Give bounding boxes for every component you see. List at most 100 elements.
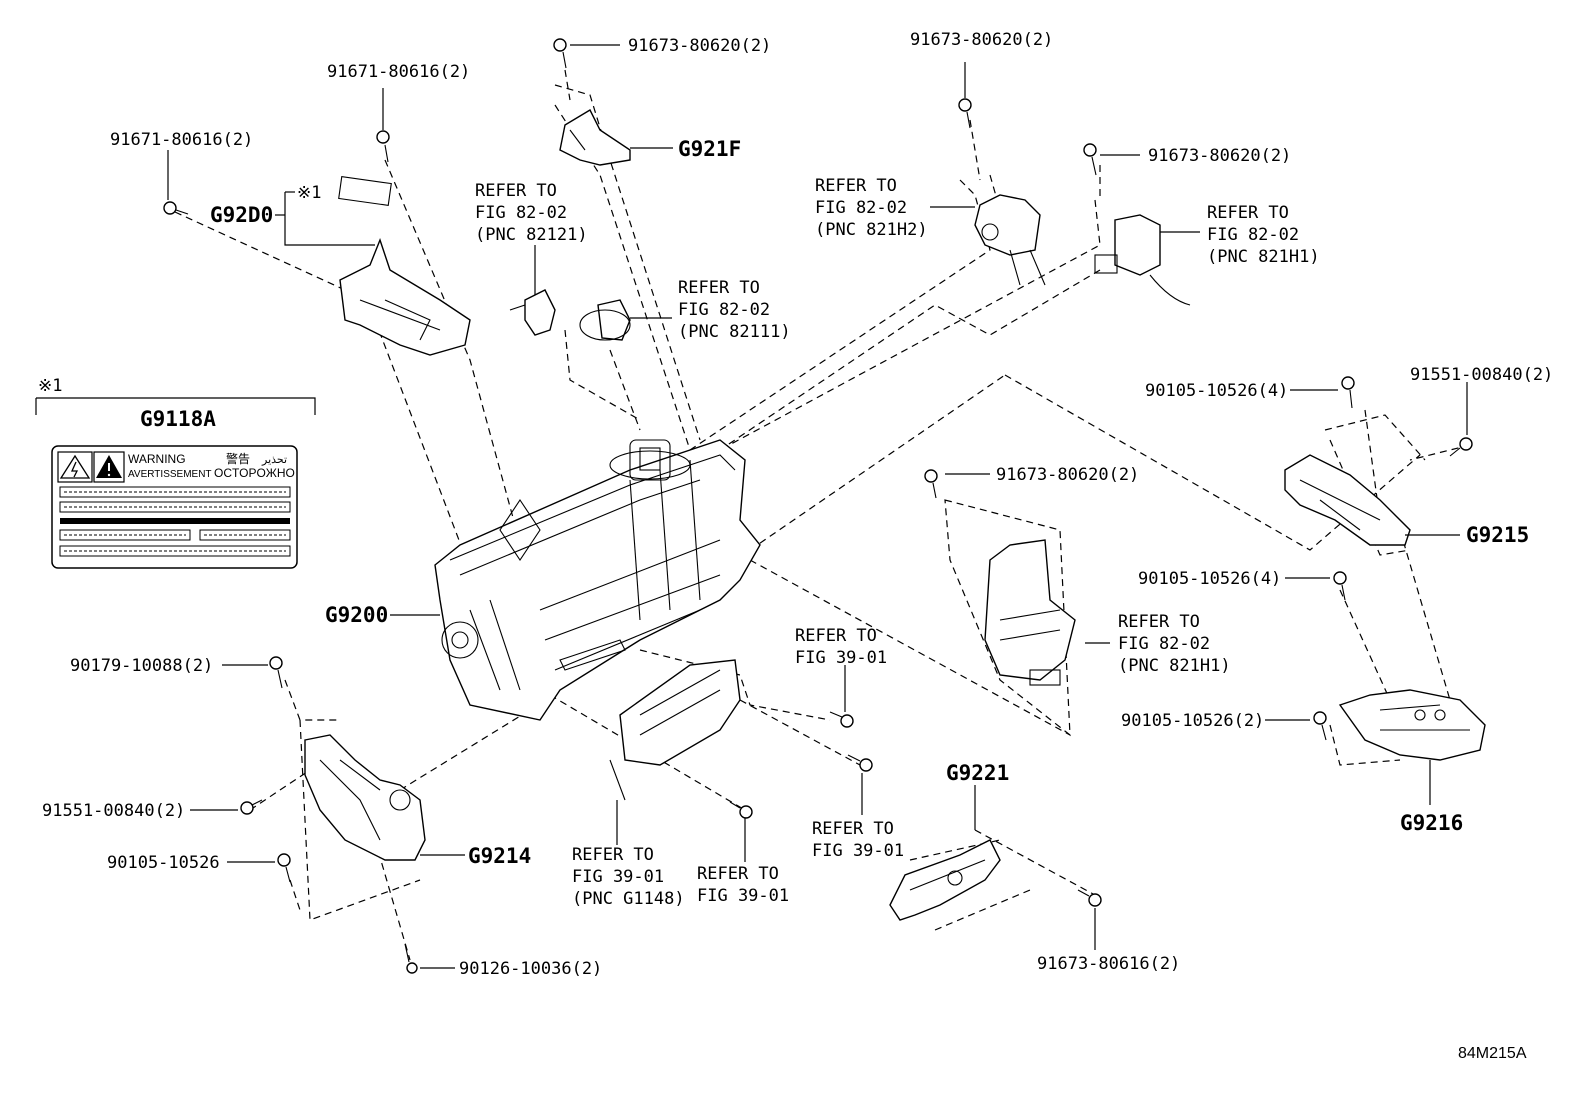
terminal-block	[609, 659, 741, 801]
part-number: 91673-80616(2)	[1037, 954, 1180, 974]
leader-lines	[35, 44, 1468, 969]
refer-line: FIG 39-01	[572, 867, 664, 887]
warning-text-ru: OCTOPOЖHO	[214, 466, 295, 480]
refer-note-82121: REFER TO FIG 82-02 (PNC 82121)	[475, 181, 588, 245]
part-number: 91671-80616(2)	[327, 62, 470, 82]
part-number: 90126-10036(2)	[459, 959, 602, 979]
label-g92d0: G92D0	[210, 203, 273, 227]
refer-line: REFER TO	[812, 819, 894, 839]
bolt-icon	[958, 98, 972, 129]
refer-line: FIG 82-02	[1207, 225, 1299, 245]
connector-82121	[509, 289, 556, 336]
connector-82111	[579, 299, 631, 341]
label-g9221: G9221	[946, 761, 1009, 785]
refer-line: FIG 39-01	[812, 841, 904, 861]
refer-line: FIG 82-02	[475, 203, 567, 223]
part-number: 91673-80620(2)	[1148, 146, 1291, 166]
sensor-821h2	[974, 194, 1046, 286]
refer-line: FIG 82-02	[1118, 634, 1210, 654]
refer-line: (PNC 82121)	[475, 225, 588, 245]
bolt-icon	[829, 711, 854, 728]
inverter-assembly-g9200	[434, 439, 761, 721]
refer-line: FIG 82-02	[815, 198, 907, 218]
refer-line: FIG 39-01	[795, 648, 887, 668]
bolt-icon	[1083, 143, 1097, 176]
bolt-icon	[1341, 376, 1355, 409]
refer-line: REFER TO	[1207, 203, 1289, 223]
bolt-icon	[1333, 571, 1347, 601]
note-mark: ※1	[38, 376, 62, 396]
bolt-icon	[1449, 437, 1473, 457]
cover-g9221	[889, 839, 1001, 921]
warning-text-jp: 警告	[226, 451, 250, 466]
part-number: 91551-00840(2)	[1410, 365, 1553, 385]
part-number: 90105-10526(4)	[1145, 381, 1288, 401]
refer-note-82111: REFER TO FIG 82-02 (PNC 82111)	[678, 278, 791, 342]
part-number: 90105-10526(4)	[1138, 569, 1281, 589]
part-number: 91673-80620(2)	[910, 30, 1053, 50]
label-g9216: G9216	[1400, 811, 1463, 835]
bracket-g921f	[559, 109, 631, 166]
bracket-g9215	[1284, 454, 1411, 546]
bracket-g9216	[1338, 689, 1486, 761]
part-number: 90179-10088(2)	[70, 656, 213, 676]
label-g921f: G921F	[678, 137, 741, 161]
reference-notes: REFER TO FIG 82-02 (PNC 82121) REFER TO …	[475, 176, 1320, 909]
refer-line: REFER TO	[678, 278, 760, 298]
part-number: 90105-10526	[107, 853, 220, 873]
refer-line: FIG 82-02	[678, 300, 770, 320]
refer-note-821h1-top: REFER TO FIG 82-02 (PNC 821H1)	[1207, 203, 1320, 267]
bolts	[163, 38, 1473, 974]
bracket-g9214	[304, 734, 426, 861]
refer-line: (PNC 821H2)	[815, 220, 928, 240]
bolt-icon	[163, 201, 189, 215]
bolt-icon	[1077, 889, 1102, 907]
refer-note-821h2: REFER TO FIG 82-02 (PNC 821H2)	[815, 176, 928, 240]
bolt-icon	[376, 130, 390, 163]
cover-g92d0	[338, 176, 471, 356]
warning-text-en: WARNING	[128, 452, 186, 466]
bolt-icon	[240, 799, 263, 815]
part-labels: ※1 ※1 G9118A G921F G92D0 G9200 G9214 G92…	[38, 30, 1553, 979]
bolt-icon	[277, 853, 291, 883]
refer-note-39-01-a: REFER TO FIG 39-01	[795, 626, 887, 668]
part-number: 91673-80620(2)	[996, 465, 1139, 485]
warning-text-ar: تحذير	[261, 454, 287, 466]
warning-label-g9118a: WARNING AVERTISSEMENT 警告 تحذير OCTOPOЖHO	[51, 445, 298, 569]
sensor-821h1-top	[1094, 214, 1191, 306]
bolt-icon	[269, 656, 283, 689]
warning-text-fr: AVERTISSEMENT	[128, 469, 212, 480]
label-g9200: G9200	[325, 603, 388, 627]
bolt-icon	[729, 801, 753, 819]
refer-line: REFER TO	[697, 864, 779, 884]
label-g9118a: G9118A	[140, 407, 216, 431]
refer-line: (PNC 82111)	[678, 322, 791, 342]
label-text-bars	[59, 486, 291, 557]
refer-line: (PNC 821H1)	[1118, 656, 1231, 676]
part-number: 90105-10526(2)	[1121, 711, 1264, 731]
part-number: 91673-80620(2)	[628, 36, 771, 56]
bolt-icon	[924, 469, 938, 499]
note-mark-g92d0: ※1	[297, 183, 321, 203]
refer-note-39-01-c: REFER TO FIG 39-01	[697, 864, 789, 906]
refer-line: REFER TO	[815, 176, 897, 196]
bolt-icon	[404, 943, 418, 974]
high-voltage-warning-icon	[57, 451, 93, 483]
refer-note-g1148: REFER TO FIG 39-01 (PNC G1148)	[572, 845, 685, 909]
refer-line: REFER TO	[1118, 612, 1200, 632]
refer-note-39-01-b: REFER TO FIG 39-01	[812, 819, 904, 861]
bolt-icon	[553, 38, 567, 69]
label-g9215: G9215	[1466, 523, 1529, 547]
bolt-icon	[1313, 711, 1327, 741]
refer-line: FIG 39-01	[697, 886, 789, 906]
ecu-821h1	[984, 539, 1076, 686]
refer-note-821h1-ecu: REFER TO FIG 82-02 (PNC 821H1)	[1118, 612, 1231, 676]
caution-icon	[93, 451, 125, 483]
refer-line: REFER TO	[475, 181, 557, 201]
refer-line: REFER TO	[795, 626, 877, 646]
bolt-icon	[847, 754, 873, 772]
refer-line: REFER TO	[572, 845, 654, 865]
refer-line: (PNC 821H1)	[1207, 247, 1320, 267]
part-number: 91551-00840(2)	[42, 801, 185, 821]
